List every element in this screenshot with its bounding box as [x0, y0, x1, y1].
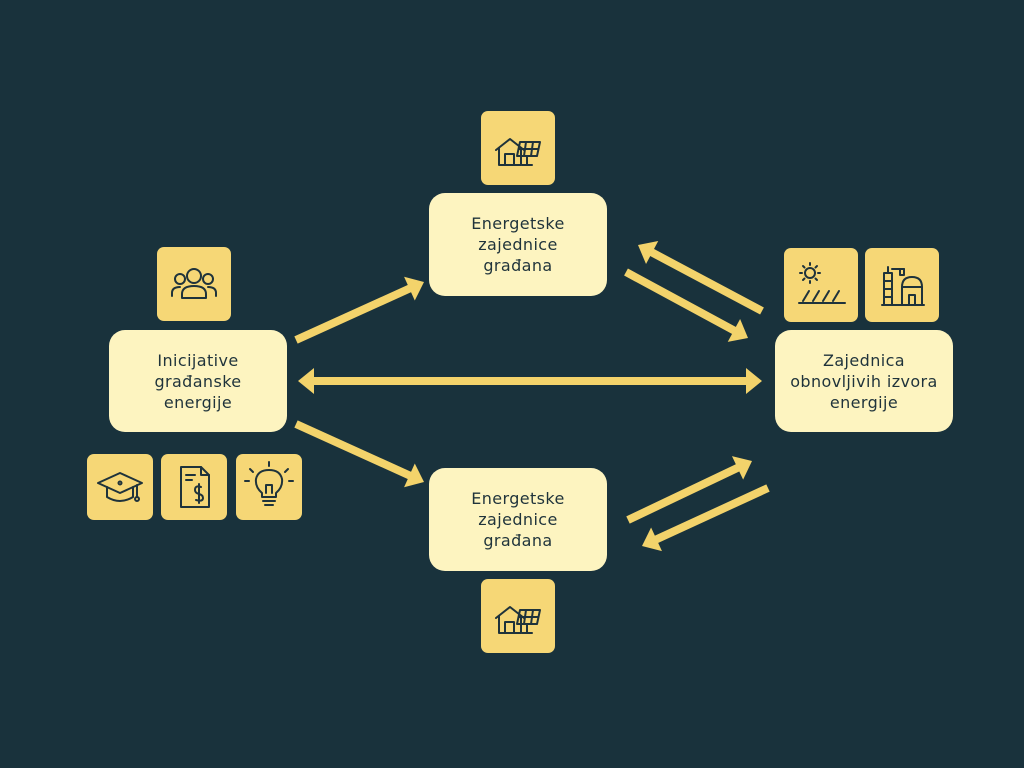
biogas-plant-icon [865, 248, 939, 322]
node-label: Zajednica obnovljivih izvora energije [790, 350, 938, 412]
arrow-initiatives-to-community-bottom [294, 420, 424, 488]
invoice-dollar-icon [161, 454, 227, 520]
sun-solar-field-icon [784, 248, 858, 322]
arrow-renewable-to-community-bottom [642, 484, 770, 552]
node-renewable-energy-community: Zajednica obnovljivih izvora energije [775, 330, 953, 432]
arrow-shaft [626, 463, 742, 524]
arrow-shaft [294, 284, 413, 344]
node-label: Energetske zajednice građana [471, 489, 565, 550]
node-citizen-energy-initiatives: Inicijative građanske energije [109, 330, 287, 432]
arrow-renewable-to-community-top [638, 241, 764, 315]
arrowhead [642, 527, 662, 552]
node-citizen-energy-community-top: Energetske zajednice građana [429, 193, 607, 296]
arrowhead [404, 276, 424, 301]
light-bulb-icon [236, 454, 302, 520]
people-group-icon [157, 247, 231, 321]
arrowhead [404, 463, 424, 488]
house-solar-panel-icon [481, 111, 555, 185]
arrow-shaft [294, 420, 413, 480]
node-label: Inicijative građanske energije [154, 350, 242, 412]
arrow-community-top-to-renewable [624, 268, 748, 342]
arrowhead [746, 368, 762, 394]
arrow-initiatives-to-community-top [294, 276, 424, 344]
arrow-community-bottom-to-renewable [626, 456, 752, 524]
arrow-shaft [624, 268, 738, 335]
house-solar-panel-icon [481, 579, 555, 653]
arrow-shaft [648, 248, 764, 315]
arrowhead [638, 241, 659, 264]
arrowhead [727, 318, 748, 342]
node-citizen-energy-community-bottom: Energetske zajednice građana [429, 468, 607, 571]
graduation-cap-icon [87, 454, 153, 520]
node-label: Energetske zajednice građana [471, 214, 565, 275]
arrow-initiatives-renewable-bidirectional [298, 368, 762, 394]
arrowhead [731, 456, 752, 480]
arrow-shaft [653, 484, 770, 544]
arrowhead [298, 368, 314, 394]
